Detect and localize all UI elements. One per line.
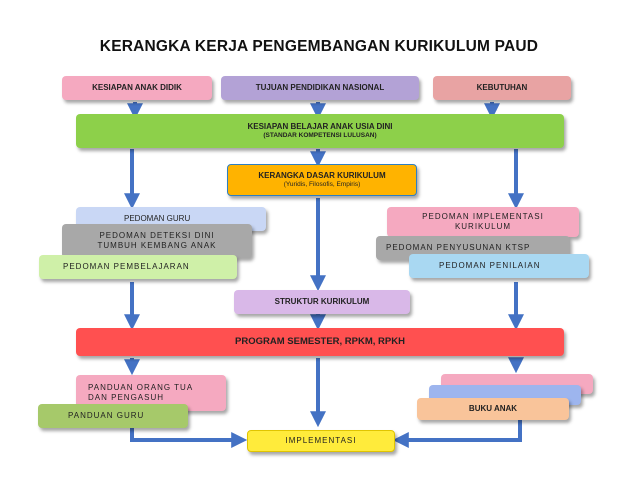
node-implementasi: IMPLEMENTASI (247, 430, 395, 452)
node-kebutuhan: KEBUTUHAN (433, 76, 571, 100)
node-panduan-guru: PANDUAN GURU (38, 404, 188, 428)
node-label: IMPLEMENTASI (285, 436, 357, 445)
node-tujuan-pendidikan-nasional: TUJUAN PENDIDIKAN NASIONAL (221, 76, 419, 100)
node-pedoman-implementasi: PEDOMAN IMPLEMENTASI KURIKULUM (387, 207, 579, 237)
node-label: KERANGKA DASAR KURIKULUM (258, 170, 386, 180)
arrow-right-to-implementasi (392, 420, 522, 448)
node-label: PEDOMAN DETEKSI DINI (99, 231, 215, 240)
node-label: KESIAPAN ANAK DIDIK (92, 83, 182, 92)
node-label: KEBUTUHAN (476, 83, 528, 92)
node-kesiapan-belajar: KESIAPAN BELAJAR ANAK USIA DINI (STANDAR… (76, 114, 564, 148)
node-label: PEDOMAN PEMBELAJARAN (63, 262, 190, 271)
node-pedoman-deteksi: PEDOMAN DETEKSI DINI TUMBUH KEMBANG ANAK (62, 224, 252, 258)
node-label: TUJUAN PENDIDIKAN NASIONAL (255, 83, 385, 92)
node-label: PANDUAN GURU (68, 411, 145, 420)
node-label: PEDOMAN PENYUSUNAN KTSP (386, 243, 531, 252)
node-label: TUMBUH KEMBANG ANAK (97, 241, 217, 250)
node-pedoman-penilaian: PEDOMAN PENILAIAN (409, 254, 589, 278)
node-label: KESIAPAN BELAJAR ANAK USIA DINI (247, 121, 393, 131)
node-kesiapan-anak-didik: KESIAPAN ANAK DIDIK (62, 76, 212, 100)
node-label: PROGRAM SEMESTER, RPKM, RPKH (235, 336, 405, 348)
node-buku-anak: BUKU ANAK (417, 398, 569, 420)
node-label: STRUKTUR KURIKULUM (274, 297, 370, 306)
node-program-semester: PROGRAM SEMESTER, RPKM, RPKH (76, 328, 564, 356)
node-label: PEDOMAN GURU (124, 214, 191, 223)
node-kerangka-dasar: KERANGKA DASAR KURIKULUM (Yuridis, Filos… (227, 164, 417, 196)
node-pedoman-pembelajaran: PEDOMAN PEMBELAJARAN (39, 255, 237, 279)
node-label: DAN PENGASUH (88, 393, 165, 402)
node-sublabel: (STANDAR KOMPETENSI LULUSAN) (263, 131, 377, 139)
node-sublabel: (Yuridis, Filosofis, Empiris) (283, 180, 361, 188)
diagram-title: KERANGKA KERJA PENGEMBANGAN KURIKULUM PA… (99, 38, 539, 55)
node-label: KURIKULUM (454, 222, 512, 231)
node-label: PEDOMAN PENILAIAN (439, 261, 541, 270)
node-label: BUKU ANAK (468, 404, 518, 413)
node-label: PEDOMAN IMPLEMENTASI (422, 212, 544, 221)
node-label: PANDUAN ORANG TUA (88, 383, 194, 392)
arrow-left-to-implementasi (130, 427, 248, 448)
node-struktur-kurikulum: STRUKTUR KURIKULUM (234, 290, 410, 314)
